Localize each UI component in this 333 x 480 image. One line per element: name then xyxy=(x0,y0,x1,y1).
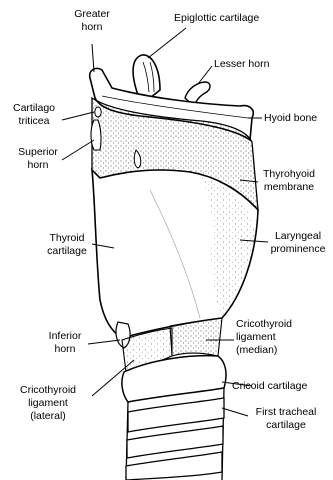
label-hyoid-bone: Hyoid bone xyxy=(264,112,330,125)
label-lesser-horn: Lesser horn xyxy=(214,58,304,71)
superior-horn-shape xyxy=(91,120,101,150)
epiglottis-shape xyxy=(133,55,160,98)
label-cricoid-cartilage: Cricoid cartilage xyxy=(232,380,328,393)
cartilago-triticea-shape xyxy=(95,107,101,117)
trachea-shape xyxy=(126,388,224,480)
label-epiglottic-cartilage: Epiglottic cartilage xyxy=(174,12,314,25)
